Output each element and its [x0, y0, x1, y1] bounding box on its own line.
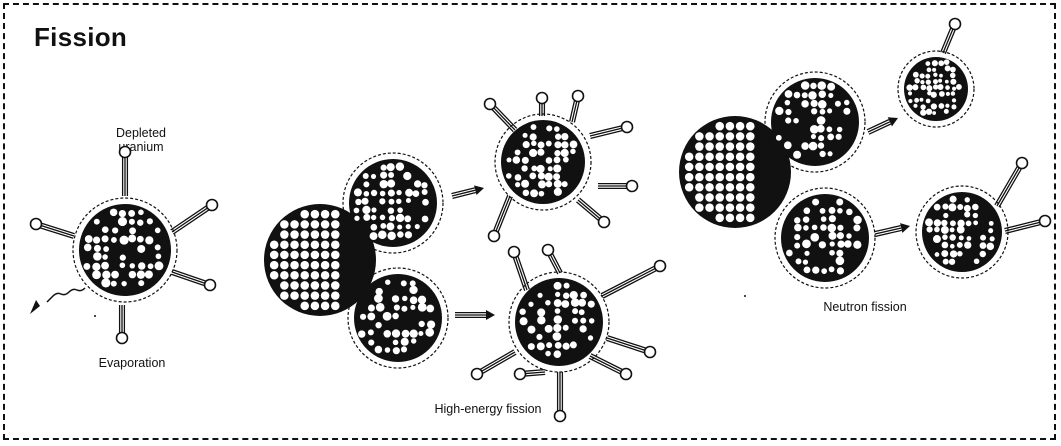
- hf-upper-n4: [589, 122, 632, 139]
- hf-upper-n7: [598, 181, 638, 192]
- hf-lower-n8: [606, 336, 655, 358]
- depleted-uranium-nucleus: [73, 198, 177, 302]
- hf-upper-n3: [570, 91, 584, 123]
- hf-lower-n4: [472, 350, 517, 380]
- neutron-down: [117, 305, 128, 344]
- hf-upper-n5: [489, 195, 513, 241]
- neutron-left: [31, 219, 75, 239]
- hf-upper-n6: [576, 198, 609, 227]
- hf-lower-n7: [589, 354, 632, 380]
- arrow-upper-fragment: [451, 185, 484, 198]
- gamma-ray-arrowhead: [30, 300, 40, 314]
- fragment-lower-left: [348, 268, 448, 368]
- neutron-upper-right: [171, 200, 218, 234]
- stray-dot: [94, 315, 96, 317]
- arrow-lower-fragment: [455, 310, 495, 320]
- nf-upper-n1: [941, 19, 961, 54]
- nf-upper-result: [898, 51, 974, 127]
- hf-lower-n3: [601, 261, 666, 299]
- hf-lower-n5: [515, 369, 546, 380]
- arrow-nf-upper: [867, 117, 898, 134]
- gamma-ray-wave: [47, 288, 85, 302]
- nf-fragment-upper: [765, 72, 865, 172]
- hf-lower-n2: [543, 245, 563, 275]
- hf-lower-n1: [509, 247, 530, 291]
- nf-fragment-lower: [775, 188, 875, 288]
- neutron-up: [120, 147, 131, 197]
- nf-lower-result: [916, 186, 1008, 278]
- hf-lower-n6: [555, 372, 566, 422]
- hf-upper-n1: [485, 99, 517, 132]
- stray-dot: [744, 295, 746, 297]
- neutron-lower-right: [171, 270, 215, 291]
- hf-upper-n2: [537, 93, 548, 117]
- arrow-nf-lower: [874, 223, 910, 236]
- fragment-upper-left: [343, 153, 443, 253]
- nf-lower-n2: [1004, 216, 1050, 234]
- nf-lower-n1: [995, 158, 1028, 208]
